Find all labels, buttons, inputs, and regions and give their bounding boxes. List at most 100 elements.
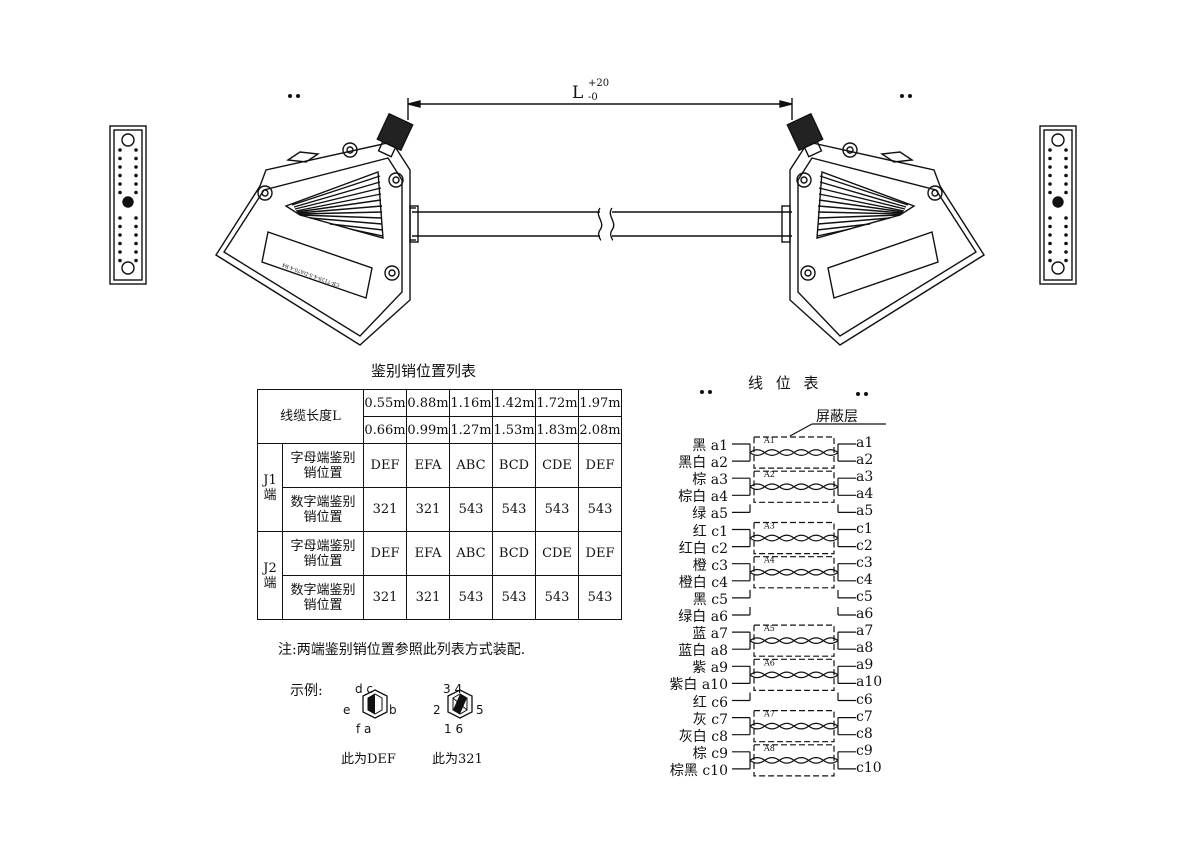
- wire-left-label: 蓝白 a8: [678, 643, 728, 660]
- value-cell: 321: [363, 487, 407, 532]
- table-title: 鉴别销位置列表: [371, 362, 477, 380]
- wire-left-label: 绿白 a6: [678, 609, 728, 625]
- key-pin-table: 线缆长度L 0.55m 0.88m 1.16m 1.42m 1.72m 1.97…: [257, 389, 622, 620]
- hex-key-number-icon: [447, 689, 473, 719]
- pair-label: A7: [763, 710, 775, 719]
- pair-label: A2: [763, 470, 775, 479]
- dimension-tol-lower: -0: [588, 92, 598, 103]
- wire-left-label: 棕黑 c10: [669, 762, 728, 779]
- wire-left-label: 棕 c9: [692, 745, 728, 762]
- letter-key-left: e: [343, 703, 351, 717]
- wire-left-label: 红白 c2: [678, 540, 728, 557]
- row-label: 字母端鉴别销位置: [282, 443, 364, 488]
- wire-right-label: a3: [856, 469, 874, 486]
- letter-key-top: d c: [355, 682, 374, 696]
- table-note: 注:两端鉴别销位置参照此列表方式装配.: [278, 642, 526, 658]
- wire-right-label: c7: [856, 708, 873, 725]
- number-key-caption: 此为321: [432, 752, 483, 767]
- group-label-j2: J2端: [257, 531, 283, 620]
- pair-label: A5: [763, 624, 775, 633]
- number-key-top: 3 4: [443, 682, 463, 696]
- length-cell: 2.08m: [578, 416, 622, 444]
- wire-right-label: c6: [856, 691, 873, 708]
- value-cell: DEF: [578, 531, 622, 576]
- dimension-tol-upper: +20: [588, 78, 609, 89]
- wire-left-label: 紫 a9: [692, 660, 728, 677]
- wire-right-label: a6: [856, 606, 874, 622]
- wire-left-label: 橙 c3: [692, 557, 728, 574]
- value-cell: 543: [449, 487, 493, 532]
- length-cell: 1.83m: [535, 416, 579, 444]
- letter-key-caption: 此为DEF: [341, 752, 396, 767]
- letter-key-right: b: [389, 703, 397, 717]
- wire-left-label: 紫白 a10: [669, 677, 728, 694]
- value-cell: 543: [535, 487, 579, 532]
- wire-left-label: 棕白 a4: [678, 489, 728, 506]
- wire-right-label: c10: [856, 759, 882, 776]
- right-pin-face: [1039, 125, 1077, 285]
- wire-right-label: c8: [856, 725, 873, 742]
- wire-right-label: a1: [856, 435, 874, 451]
- number-key-left: 2: [433, 703, 441, 717]
- wire-right-label: c9: [856, 742, 873, 759]
- wire-left-label: 蓝 a7: [692, 626, 728, 643]
- connector-drawing: L +20 -0 CB-7129-4-5-DA70-4-B4: [109, 78, 1077, 346]
- wire-right-label: a8: [856, 640, 874, 657]
- row-label: 字母端鉴别销位置: [282, 531, 364, 576]
- wire-right-label: a2: [856, 452, 874, 469]
- value-cell: 543: [578, 487, 622, 532]
- wire-left-label: 黑白 a2: [678, 455, 728, 472]
- wire-left-label: 灰 c7: [692, 711, 728, 728]
- cable-length-header: 线缆长度L: [257, 389, 364, 444]
- wire-left-label: 橙白 c4: [678, 574, 728, 591]
- hex-key-letter-icon: [362, 689, 388, 719]
- value-cell: 543: [535, 575, 579, 620]
- value-cell: ABC: [449, 443, 493, 488]
- pair-label: A4: [763, 556, 775, 565]
- value-cell: ABC: [449, 531, 493, 576]
- wire-right-label: a9: [856, 657, 874, 674]
- wire-left-label: 绿 a5: [692, 506, 728, 523]
- dimension-label: L: [572, 83, 583, 103]
- value-cell: DEF: [363, 531, 407, 576]
- length-cell: 1.53m: [492, 416, 536, 444]
- wire-left-label: 灰白 c8: [678, 728, 728, 745]
- wire-right-label: c2: [856, 537, 873, 554]
- length-cell: 0.99m: [406, 416, 450, 444]
- length-cell: 0.66m: [363, 416, 407, 444]
- wire-right-label: a5: [856, 503, 874, 520]
- wire-right-label: c5: [856, 588, 873, 605]
- wire-right-label: c4: [856, 571, 873, 588]
- length-cell: 0.55m: [363, 389, 407, 417]
- value-cell: DEF: [363, 443, 407, 488]
- wire-left-label: 红 c6: [692, 694, 728, 711]
- value-cell: CDE: [535, 443, 579, 488]
- wire-left-label: 棕 a3: [692, 472, 728, 489]
- number-key-right: 5: [476, 703, 484, 717]
- length-cell: 1.16m: [449, 389, 493, 417]
- wire-right-label: c1: [856, 520, 873, 537]
- value-cell: 543: [449, 575, 493, 620]
- wire-right-label: c3: [856, 554, 873, 571]
- shield-label: 屏蔽层: [816, 409, 858, 425]
- value-cell: 543: [492, 487, 536, 532]
- wire-right-label: a10: [856, 674, 883, 691]
- left-connector: [215, 112, 419, 346]
- number-key-bottom: 1 6: [444, 722, 464, 736]
- wire-right-label: a7: [856, 623, 874, 640]
- length-cell: 1.97m: [578, 389, 622, 417]
- right-connector: [781, 112, 985, 346]
- wire-table-title: 线 位 表: [748, 374, 823, 392]
- value-cell: 321: [363, 575, 407, 620]
- letter-key-bottom: f a: [356, 722, 372, 736]
- value-cell: 321: [406, 575, 450, 620]
- value-cell: BCD: [492, 443, 536, 488]
- wire-left-label: 黑 a1: [692, 438, 728, 454]
- pair-label: A3: [763, 522, 775, 531]
- length-cell: 1.72m: [535, 389, 579, 417]
- example-label: 示例:: [290, 683, 323, 699]
- value-cell: 543: [578, 575, 622, 620]
